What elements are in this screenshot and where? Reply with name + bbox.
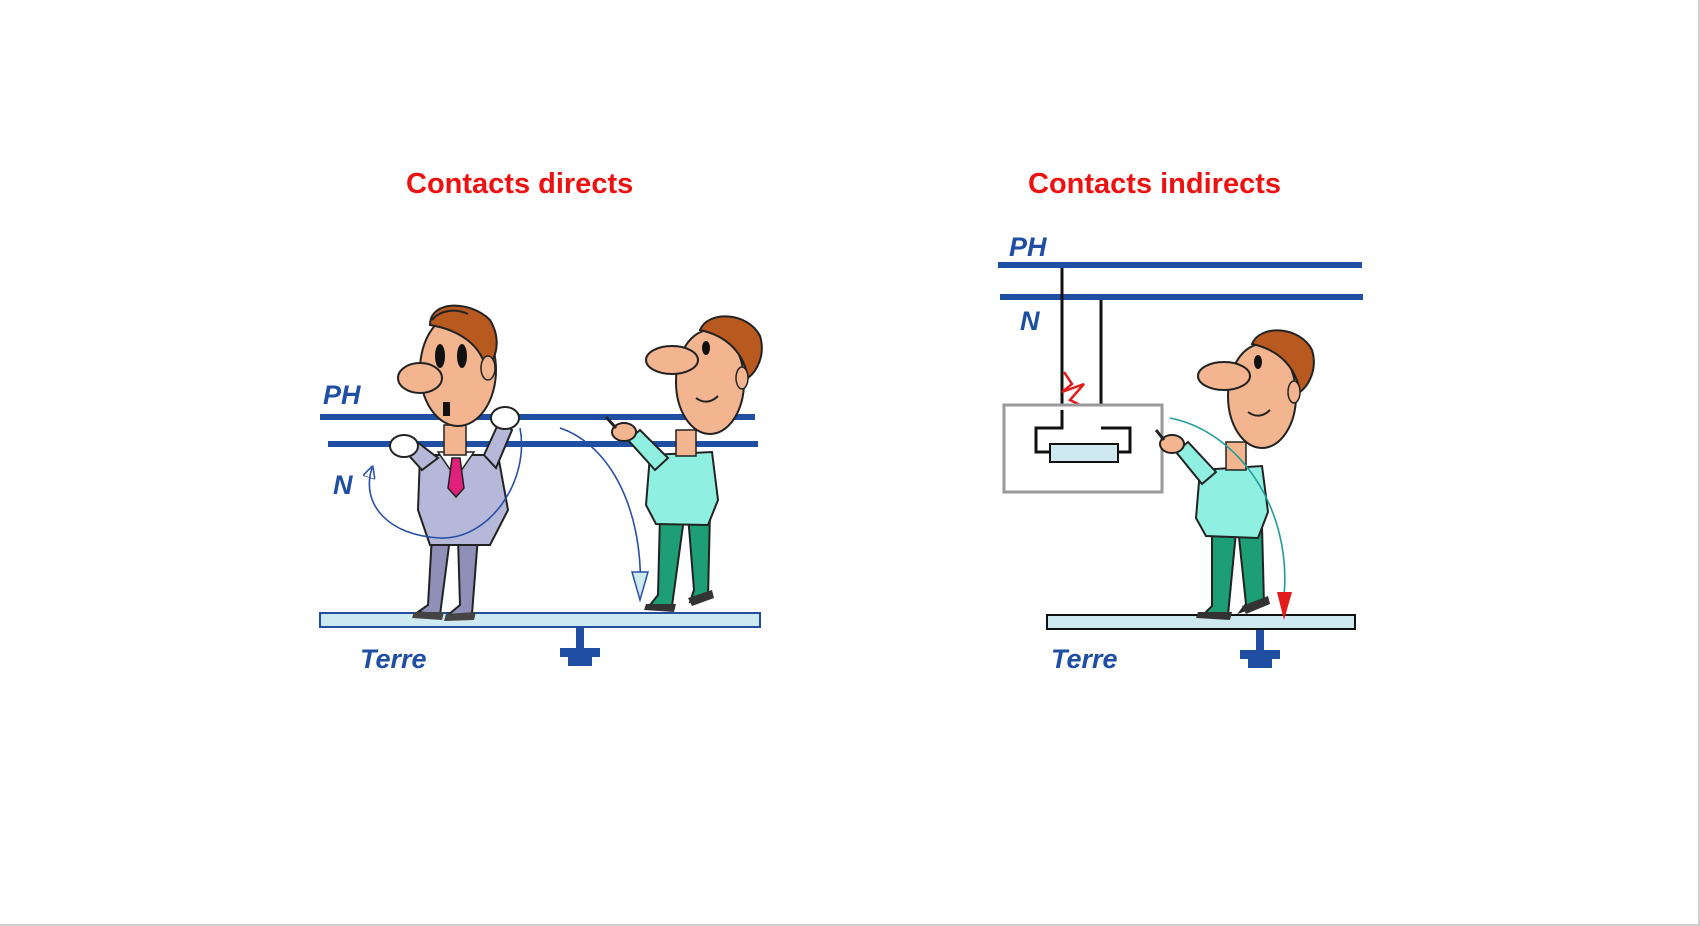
person-holding-wires bbox=[389, 304, 520, 621]
left-current-loop-arrow bbox=[369, 427, 523, 539]
left-ground-plate bbox=[319, 612, 761, 628]
left-ground-arrowhead bbox=[631, 571, 649, 603]
left-neutral-label: N bbox=[333, 470, 353, 500]
left-ground-label: Terre bbox=[360, 644, 427, 674]
title-contacts-indirects: Contacts indirects bbox=[1028, 168, 1281, 200]
right-earth-ground-icon bbox=[1240, 630, 1280, 668]
left-current-to-ground-arrow bbox=[559, 427, 642, 599]
right-panel bbox=[998, 262, 1363, 668]
right-ground-label: Terre bbox=[1051, 644, 1118, 674]
left-panel bbox=[319, 304, 763, 666]
person-touching-housing bbox=[1154, 329, 1315, 620]
right-neutral-label: N bbox=[1020, 306, 1040, 336]
title-contacts-directs: Contacts directs bbox=[406, 168, 634, 200]
right-device-wiring bbox=[1034, 410, 1132, 454]
left-earth-ground-icon bbox=[560, 628, 600, 666]
right-heating-element bbox=[1049, 443, 1119, 463]
right-phase-label: PH bbox=[1009, 232, 1047, 262]
left-phase-label: PH bbox=[323, 380, 361, 410]
right-ground-arrowhead bbox=[1277, 592, 1292, 620]
person-touching-phase bbox=[604, 315, 763, 612]
right-current-to-ground-arrow bbox=[1169, 417, 1286, 597]
